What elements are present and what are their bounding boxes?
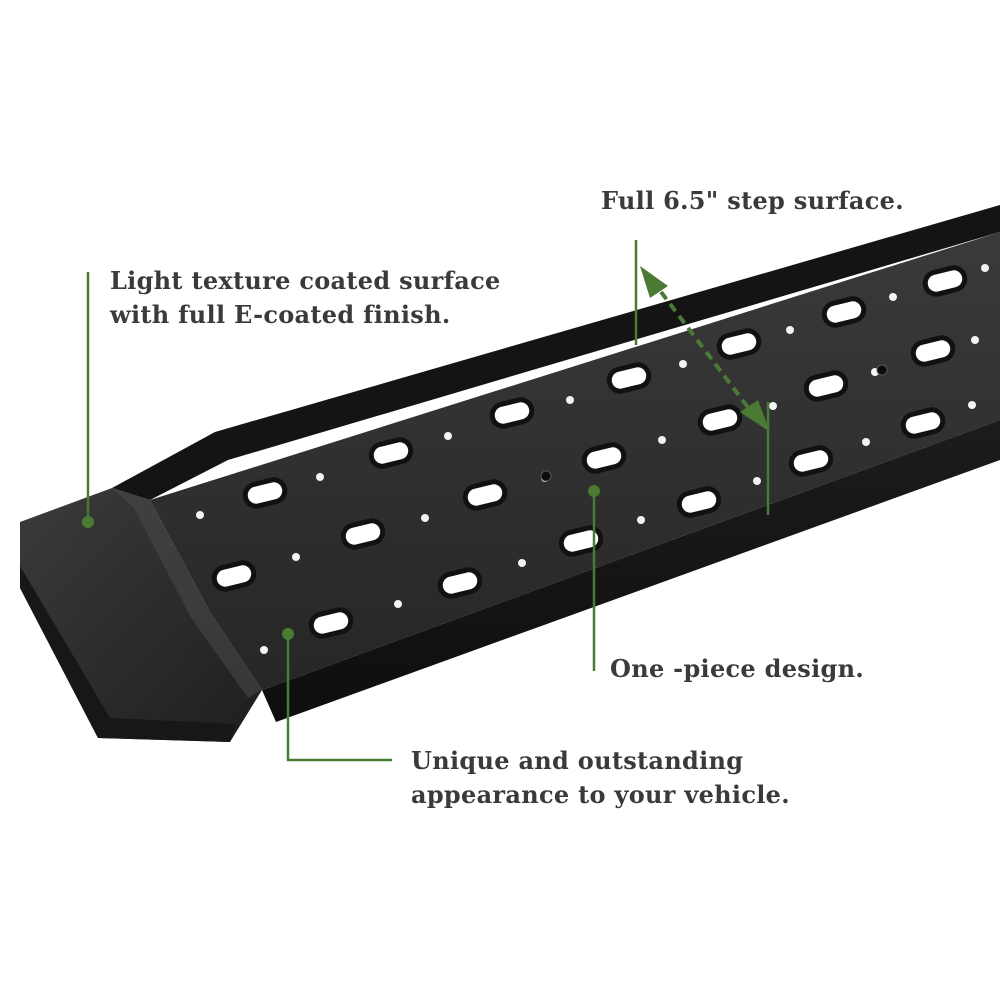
callout-appearance: Unique and outstanding appearance to you… [411, 744, 790, 812]
step-deck [150, 232, 1000, 690]
front-side-wall [262, 420, 1000, 722]
end-cap-bevel [112, 488, 262, 698]
end-cap-front [20, 566, 236, 742]
back-rail [112, 205, 1000, 500]
callout-design: One -piece design. [610, 652, 864, 686]
slot-holes [211, 265, 968, 639]
double-headed-arrow-icon [640, 266, 770, 432]
leader-lines [86, 240, 770, 762]
callout-appearance-line2: appearance to your vehicle. [411, 780, 790, 809]
leader-dot-icon [82, 485, 600, 640]
fastener-bolts [540, 364, 888, 482]
callout-design-line1: One -piece design. [610, 654, 865, 683]
callout-appearance-line1: Unique and outstanding [411, 746, 744, 775]
callout-texture-line1: Light texture coated surface [110, 266, 501, 295]
callout-texture-line2: with full E-coated finish. [110, 300, 451, 329]
callout-step-surface-line1: Full 6.5" step surface. [601, 186, 904, 215]
callout-step-surface: Full 6.5" step surface. [601, 184, 904, 218]
callout-texture: Light texture coated surface with full E… [110, 264, 501, 332]
